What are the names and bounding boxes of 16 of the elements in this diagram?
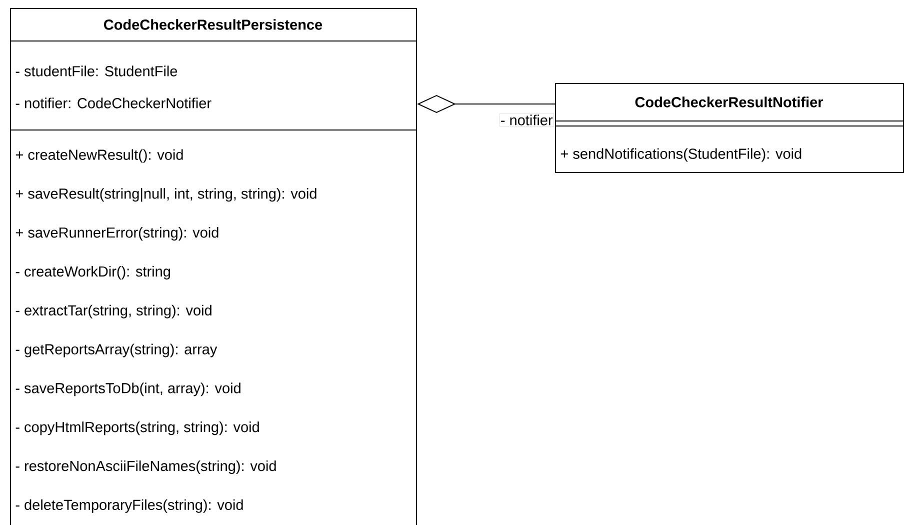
method-text: + saveRunnerError(string): void [16, 227, 218, 241]
method-text: - saveReportsToDb(int, array): void [16, 382, 240, 396]
method-text: + sendNotifications(StudentFile): void [560, 148, 802, 162]
method-text: - getReportsArray(string): array [16, 344, 218, 358]
method-text: + createNewResult(): void [16, 149, 183, 163]
attribute-text: - studentFile: StudentFile [16, 66, 178, 76]
method-text: - deleteTemporaryFiles(string): void [16, 499, 243, 513]
class-name: CodeCheckerResultPersistence [104, 19, 322, 30]
method-text: - extractTar(string, string): void [16, 304, 212, 318]
method-text: - restoreNonAsciiFileNames(string): void [16, 460, 276, 474]
class-name: CodeCheckerResultNotifier [635, 96, 824, 108]
method-text: + saveResult(string|null, int, string, string): void [16, 188, 316, 202]
edge-label: - notifier [499, 113, 554, 127]
attribute-text: - notifier: CodeCheckerNotifier [16, 98, 212, 108]
method-text: - copyHtmlReports(string, string): void [16, 422, 259, 436]
method-text: - createWorkDir(): string [16, 266, 170, 280]
